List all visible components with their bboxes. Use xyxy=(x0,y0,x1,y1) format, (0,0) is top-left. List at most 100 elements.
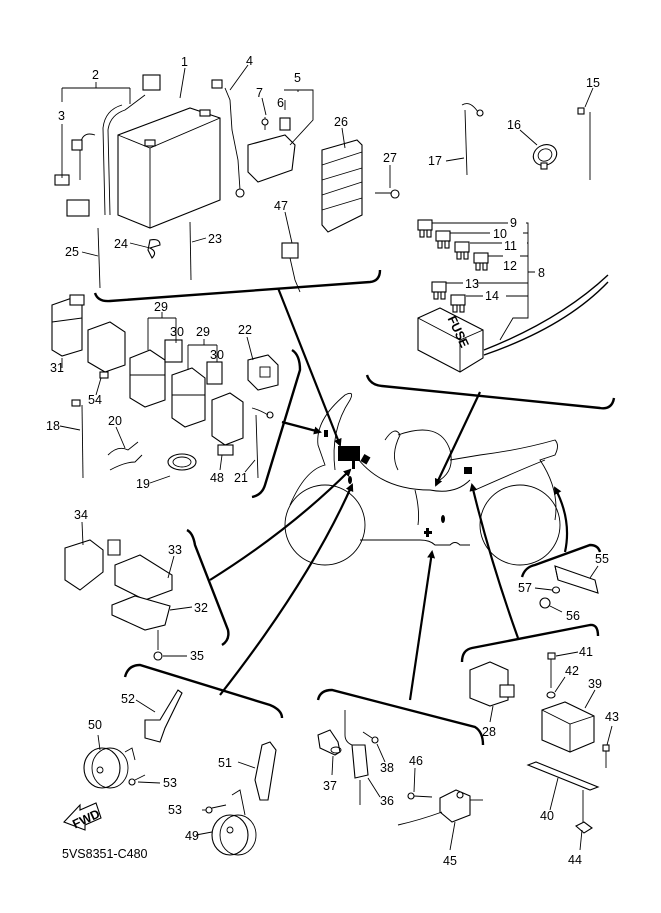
bolt-35[interactable] xyxy=(153,630,163,661)
callout-44: 44 xyxy=(568,853,582,867)
callout-49: 49 xyxy=(185,829,199,843)
relay-29-b[interactable] xyxy=(171,367,206,428)
group-bracket-horns xyxy=(123,663,284,719)
fuse-box[interactable]: FUSE xyxy=(417,307,484,373)
callout-6: 6 xyxy=(277,96,284,110)
fuse-12[interactable] xyxy=(473,252,489,271)
sensor-36[interactable] xyxy=(344,710,369,805)
callout-leaders-horns xyxy=(97,699,256,836)
ignition-coil-39[interactable] xyxy=(541,701,595,753)
plate-40[interactable] xyxy=(526,761,600,791)
screw-53-b[interactable] xyxy=(205,804,227,814)
connector-30-b[interactable] xyxy=(206,361,223,385)
fuse-13[interactable] xyxy=(431,281,447,300)
switch-45[interactable] xyxy=(397,789,483,826)
leader-17 xyxy=(445,157,465,162)
arrow-reflector-to-bike xyxy=(554,486,569,553)
clip-20[interactable] xyxy=(107,441,143,471)
bolt-41[interactable] xyxy=(547,652,556,688)
callout-26: 26 xyxy=(334,115,348,129)
callout-leaders-fuses xyxy=(432,223,535,341)
washer-57[interactable] xyxy=(551,586,561,594)
nut-56[interactable] xyxy=(539,597,551,609)
callout-46: 46 xyxy=(409,754,423,768)
screw-53-a[interactable] xyxy=(128,774,146,786)
callout-22: 22 xyxy=(238,323,252,337)
flasher-relay-54[interactable] xyxy=(87,321,126,379)
callout-27: 27 xyxy=(383,151,397,165)
fuse-10[interactable] xyxy=(435,230,451,249)
unit-48[interactable] xyxy=(211,392,244,456)
callout-20: 20 xyxy=(108,414,122,428)
nut-44[interactable] xyxy=(575,821,593,834)
callout-23: 23 xyxy=(208,232,222,246)
callout-14: 14 xyxy=(485,289,499,303)
horn-bracket-52[interactable] xyxy=(144,689,183,743)
bolt-43[interactable] xyxy=(602,744,610,768)
relay-29-a[interactable] xyxy=(129,349,166,408)
callout-4: 4 xyxy=(246,54,253,68)
battery-lead-wire[interactable] xyxy=(211,79,245,198)
horn-50[interactable] xyxy=(83,747,136,789)
fuse-14[interactable] xyxy=(450,294,466,313)
clamp-22[interactable] xyxy=(247,354,279,391)
arrow-ignition-to-bike xyxy=(209,468,352,581)
fuse-9[interactable] xyxy=(417,219,433,238)
callout-35: 35 xyxy=(190,649,204,663)
group-bracket-fuses xyxy=(365,374,616,410)
connector-30-a[interactable] xyxy=(164,339,183,363)
holder-32[interactable] xyxy=(111,595,171,631)
callout-52: 52 xyxy=(121,692,135,706)
callout-34: 34 xyxy=(74,508,88,522)
relay-31[interactable] xyxy=(51,294,85,357)
cap-34[interactable] xyxy=(64,539,121,591)
callout-53-b: 53 xyxy=(168,803,182,817)
leader-33 xyxy=(167,555,175,579)
callout-45: 45 xyxy=(443,854,457,868)
callout-57: 57 xyxy=(518,581,532,595)
callout-11: 11 xyxy=(504,239,517,253)
unit-28[interactable] xyxy=(469,661,509,707)
battery-wire-harness[interactable] xyxy=(54,74,161,217)
callout-28: 28 xyxy=(482,725,496,739)
callout-32: 32 xyxy=(194,601,208,615)
callout-18: 18 xyxy=(46,419,60,433)
callout-54: 54 xyxy=(88,393,102,407)
group-bracket-reflector xyxy=(520,543,602,578)
holder-33[interactable] xyxy=(114,554,173,601)
battery[interactable] xyxy=(117,107,221,229)
callout-13: 13 xyxy=(465,277,479,291)
bolt-46[interactable] xyxy=(407,792,433,800)
callout-12: 12 xyxy=(503,259,517,273)
bracket-37[interactable] xyxy=(317,729,342,756)
reflector-55[interactable] xyxy=(554,565,599,594)
cable-ties-battery[interactable] xyxy=(97,221,192,289)
washer-42[interactable] xyxy=(546,691,556,699)
cable-tie-15[interactable] xyxy=(577,107,591,180)
horn-bracket-51[interactable] xyxy=(254,741,277,801)
callout-leaders-cdi xyxy=(549,651,613,851)
group-bracket-relays xyxy=(251,348,302,499)
fuse-11[interactable] xyxy=(454,241,470,260)
horn-49[interactable] xyxy=(211,789,257,856)
starter-relay[interactable] xyxy=(247,117,296,183)
cable-tie-21[interactable] xyxy=(251,407,274,479)
callout-30-b: 30 xyxy=(210,348,224,362)
callout-8: 8 xyxy=(538,266,545,280)
callout-37: 37 xyxy=(323,779,337,793)
cable-tie-17[interactable] xyxy=(461,103,484,176)
fwd-arrow: FWD xyxy=(63,802,102,831)
callout-19: 19 xyxy=(136,477,150,491)
fuse-connector[interactable] xyxy=(281,242,301,293)
callout-48: 48 xyxy=(210,471,224,485)
arrow-battery-to-bike xyxy=(276,287,342,447)
wire-harness-main xyxy=(483,274,609,351)
rectifier-regulator[interactable] xyxy=(321,139,400,233)
leader-57 xyxy=(534,587,553,591)
clamp-16[interactable] xyxy=(530,141,560,170)
cable-tie-18[interactable] xyxy=(71,399,84,479)
group-bracket-battery xyxy=(93,269,382,303)
bolt-38[interactable] xyxy=(362,731,379,744)
clamp-19[interactable] xyxy=(167,453,197,471)
